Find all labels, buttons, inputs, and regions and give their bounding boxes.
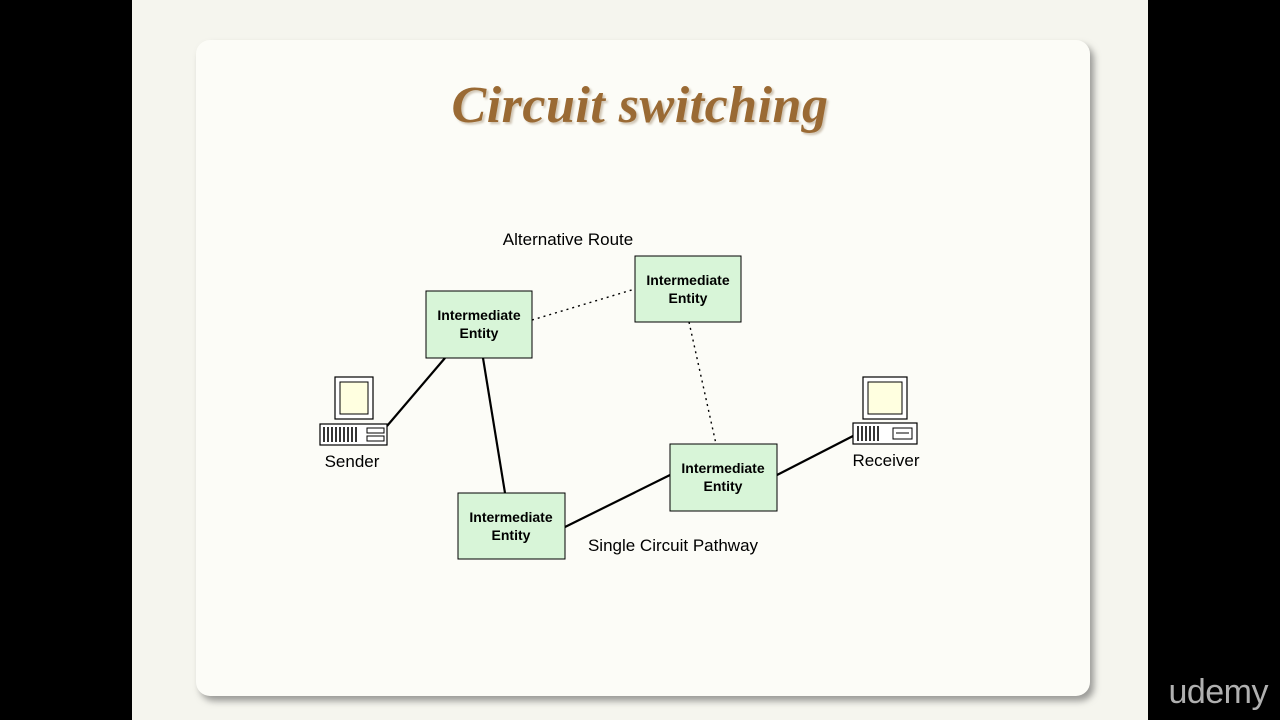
node-label-line2: Entity (669, 290, 708, 306)
single-circuit-pathway-label: Single Circuit Pathway (588, 536, 759, 555)
receiver-label: Receiver (852, 451, 919, 470)
slide-card (196, 40, 1090, 696)
node-label-line2: Entity (704, 478, 743, 494)
intermediate-entity-node: Intermediate Entity (425, 290, 533, 359)
node-label-line1: Intermediate (646, 272, 729, 288)
intermediate-entity-node: Intermediate Entity (634, 255, 742, 323)
link-sender-to-ie-top-left (386, 357, 446, 427)
sender-label: Sender (325, 452, 380, 471)
slide-title: Circuit switching (451, 77, 829, 134)
sender-computer-icon (319, 376, 388, 446)
link-ie-bottom-left-to-ie-bottom-right (564, 474, 671, 528)
receiver-computer-icon (852, 376, 918, 445)
node-label-line1: Intermediate (681, 460, 764, 476)
intermediate-entity-node: Intermediate Entity (669, 443, 778, 512)
node-label-line2: Entity (460, 325, 499, 341)
node-label-line1: Intermediate (437, 307, 520, 323)
alternative-route-label: Alternative Route (503, 230, 633, 249)
link-ie-top-left-to-ie-bottom-left (481, 357, 507, 494)
node-label-line2: Entity (492, 527, 531, 543)
udemy-watermark-logo: udemy (1168, 673, 1268, 711)
alt-link-ie-top-right-to-ie-bottom-right (688, 321, 717, 445)
alt-link-ie-top-left-to-ie-top-right (531, 288, 636, 321)
link-ie-bottom-right-to-receiver (776, 435, 854, 476)
intermediate-entity-node: Intermediate Entity (457, 492, 566, 560)
node-label-line1: Intermediate (469, 509, 552, 525)
